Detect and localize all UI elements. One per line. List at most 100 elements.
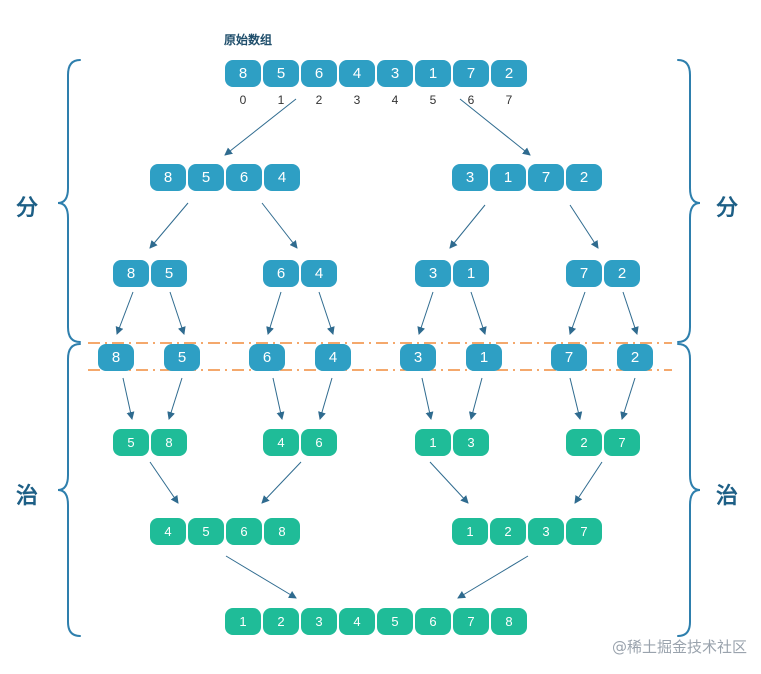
flow-arrow: [468, 377, 483, 420]
single-cell: 8: [98, 344, 134, 371]
divide2-cell: 6: [263, 260, 299, 287]
flow-arrow: [574, 461, 603, 504]
flow-arrow: [122, 377, 135, 420]
flow-arrow: [421, 377, 434, 420]
single-cell: 7: [551, 344, 587, 371]
result-cell: 2: [263, 608, 299, 635]
flow-arrow: [620, 377, 636, 420]
index-label: 4: [391, 93, 399, 107]
merge2-cell: 1: [452, 518, 488, 545]
divide1-cell: 7: [528, 164, 564, 191]
index-label: 2: [315, 93, 323, 107]
single-cell: 5: [164, 344, 200, 371]
flow-arrow: [266, 291, 282, 335]
brace-conquer-left: [57, 343, 81, 637]
original-cell: 1: [415, 60, 451, 87]
index-label: 6: [467, 93, 475, 107]
brace-divide-left: [57, 59, 81, 343]
merge1-cell: 2: [566, 429, 602, 456]
merge2-cell: 6: [226, 518, 262, 545]
flow-arrow: [459, 98, 531, 156]
flow-arrow: [169, 291, 186, 335]
flow-arrow: [449, 204, 486, 249]
original-cell: 4: [339, 60, 375, 87]
result-cell: 5: [377, 608, 413, 635]
divide2-cell: 3: [415, 260, 451, 287]
result-cell: 7: [453, 608, 489, 635]
divide1-cell: 6: [226, 164, 262, 191]
original-cell: 6: [301, 60, 337, 87]
flow-arrow: [470, 291, 487, 335]
flow-arrow: [224, 98, 297, 156]
flow-arrow: [318, 377, 333, 420]
flow-arrow: [167, 377, 183, 420]
divide2-cell: 8: [113, 260, 149, 287]
flow-arrow: [622, 291, 639, 335]
merge1-cell: 8: [151, 429, 187, 456]
phase-conquer-left: 治: [16, 484, 39, 509]
phase-divide-left: 分: [16, 196, 39, 221]
flow-arrow: [149, 202, 189, 249]
merge1-cell: 7: [604, 429, 640, 456]
phase-divide-right: 分: [716, 196, 739, 221]
flow-arrow: [272, 377, 285, 420]
divide1-cell: 1: [490, 164, 526, 191]
flow-arrow: [318, 291, 335, 335]
merge2-cell: 4: [150, 518, 186, 545]
merge2-cell: 3: [528, 518, 564, 545]
flow-arrow: [261, 202, 298, 249]
watermark: @稀土掘金技术社区: [611, 638, 747, 656]
result-cell: 1: [225, 608, 261, 635]
result-cell: 3: [301, 608, 337, 635]
merge1-cell: 3: [453, 429, 489, 456]
flow-arrow: [568, 291, 586, 335]
original-cell: 5: [263, 60, 299, 87]
index-label: 5: [429, 93, 437, 107]
divide1-cell: 2: [566, 164, 602, 191]
divide1-cell: 5: [188, 164, 224, 191]
merge2-cell: 7: [566, 518, 602, 545]
result-cell: 8: [491, 608, 527, 635]
index-label: 0: [239, 93, 247, 107]
index-label: 7: [505, 93, 513, 107]
index-label: 3: [353, 93, 361, 107]
single-cell: 4: [315, 344, 351, 371]
flow-arrow: [149, 461, 179, 504]
index-label: 1: [277, 93, 285, 107]
single-cell: 2: [617, 344, 653, 371]
flow-arrow: [115, 291, 134, 335]
divide2-cell: 1: [453, 260, 489, 287]
divide1-cell: 4: [264, 164, 300, 191]
original-cell: 3: [377, 60, 413, 87]
flow-arrow: [417, 291, 434, 335]
original-cell: 2: [491, 60, 527, 87]
merge1-cell: 6: [301, 429, 337, 456]
merge1-cell: 5: [113, 429, 149, 456]
brace-divide-right: [677, 59, 701, 343]
flow-arrow: [225, 555, 297, 599]
divide2-cell: 7: [566, 260, 602, 287]
single-cell: 3: [400, 344, 436, 371]
divide2-cell: 4: [301, 260, 337, 287]
flow-arrow: [569, 377, 583, 420]
divide1-cell: 3: [452, 164, 488, 191]
merge2-cell: 8: [264, 518, 300, 545]
brace-conquer-right: [677, 343, 701, 637]
merge2-cell: 5: [188, 518, 224, 545]
single-cell: 6: [249, 344, 285, 371]
result-cell: 4: [339, 608, 375, 635]
single-cell: 1: [466, 344, 502, 371]
flow-arrow: [457, 555, 529, 599]
original-cell: 8: [225, 60, 261, 87]
divide2-cell: 5: [151, 260, 187, 287]
flow-arrow: [569, 204, 599, 249]
merge1-cell: 1: [415, 429, 451, 456]
result-cell: 6: [415, 608, 451, 635]
original-cell: 7: [453, 60, 489, 87]
divide2-cell: 2: [604, 260, 640, 287]
phase-conquer-right: 治: [716, 484, 739, 509]
divide1-cell: 8: [150, 164, 186, 191]
merge1-cell: 4: [263, 429, 299, 456]
